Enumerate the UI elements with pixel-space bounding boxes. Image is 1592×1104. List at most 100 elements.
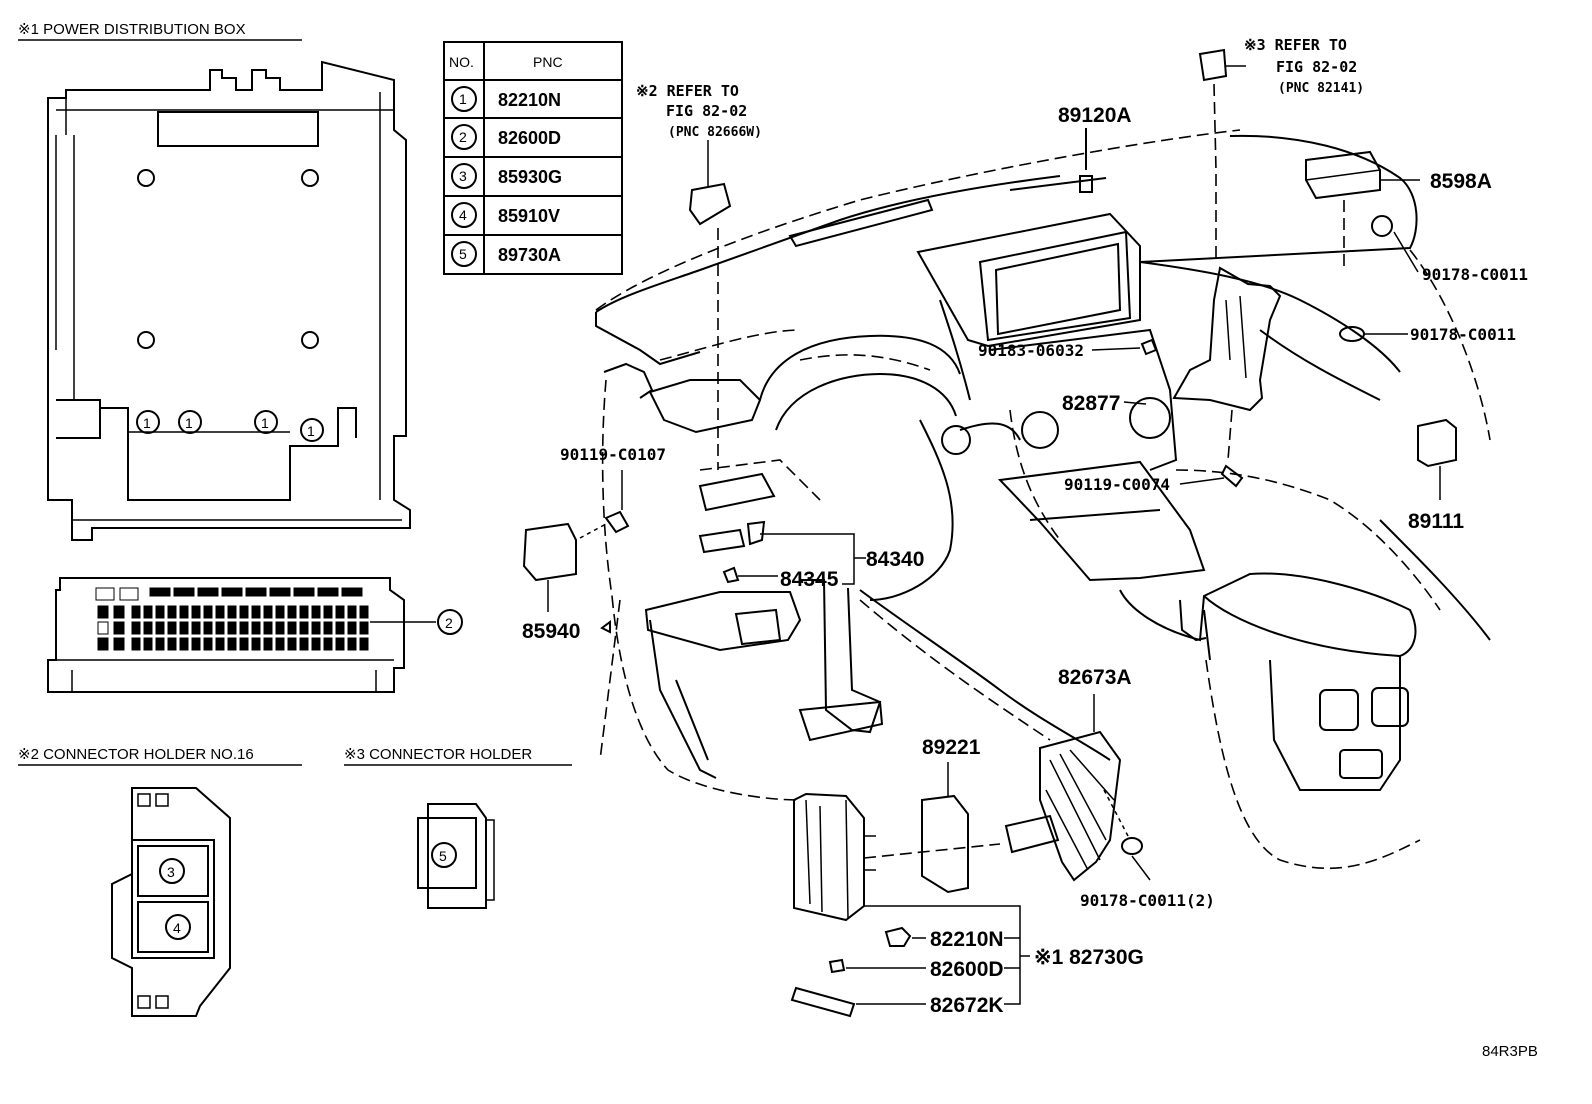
callout-3: 3	[167, 864, 175, 880]
table-header-pnc: PNC	[533, 54, 563, 70]
table-row-circle	[451, 124, 477, 150]
relay-slot	[251, 605, 261, 619]
relay-slot	[155, 621, 165, 635]
table-row-no: 2	[459, 129, 467, 145]
relay-slot	[179, 637, 189, 651]
table-header-no: NO.	[449, 54, 474, 70]
relay-slot	[203, 637, 213, 651]
table-row-pnc: 82210N	[498, 90, 561, 110]
relay-slot	[239, 605, 249, 619]
table-row-circle	[451, 202, 477, 228]
relay-slot	[335, 621, 345, 635]
relay-slot	[323, 621, 333, 635]
relay-slot	[269, 587, 291, 597]
relay-slot	[155, 605, 165, 619]
ref3-line2: FIG 82-02	[1276, 58, 1357, 76]
relay-slot	[263, 605, 273, 619]
table-row-no: 3	[459, 168, 467, 184]
relay-slot	[191, 637, 201, 651]
label-84340: 84340	[866, 548, 924, 571]
relay-slot	[97, 605, 109, 619]
table-row-circle	[451, 86, 477, 112]
label-82210N: 82210N	[930, 928, 1004, 951]
power-box-fuse-callouts: 1 1 1 1	[136, 410, 324, 442]
relay-slot	[263, 621, 273, 635]
relay-slot	[215, 637, 225, 651]
relay-slot	[227, 621, 237, 635]
relay-slot	[245, 587, 267, 597]
label-90178-c0011-b: 90178-C0011	[1410, 325, 1516, 344]
relay-slot	[191, 621, 201, 635]
relay-slot	[311, 621, 321, 635]
relay-slot	[299, 605, 309, 619]
relay-slot	[179, 605, 189, 619]
dashboard-drawing	[595, 129, 1491, 870]
relay-slot	[359, 621, 369, 635]
ref2-line2: FIG 82-02	[666, 102, 747, 120]
relay-slot	[275, 637, 285, 651]
label-90178-c0011-a: 90178-C0011	[1422, 265, 1528, 284]
relay-slot	[167, 637, 177, 651]
relay-slot	[239, 637, 249, 651]
ref2-line3: (PNC 82666W)	[668, 125, 762, 140]
relay-slot	[149, 587, 171, 597]
relay-slot	[323, 605, 333, 619]
callout-1a: 1	[143, 415, 151, 431]
holder16-heading: ※2 CONNECTOR HOLDER NO.16	[18, 746, 254, 763]
relay-slot	[97, 621, 109, 635]
table-row-no: 1	[459, 91, 467, 107]
label-85940: 85940	[522, 620, 580, 643]
relay-slot	[143, 637, 153, 651]
relay-slot	[335, 605, 345, 619]
figure-code: 84R3PB	[1482, 1043, 1538, 1060]
label-90183-06032: 90183-06032	[978, 341, 1084, 360]
part-number-labels: 89120A 8598A 90178-C0011 90178-C0011 901…	[522, 104, 1528, 1017]
relay-slot	[287, 605, 297, 619]
label-82877: 82877	[1062, 392, 1120, 415]
relay-slot	[335, 637, 345, 651]
relay-slot	[131, 637, 141, 651]
junction-block-group	[790, 599, 1151, 1018]
relay-slot	[203, 621, 213, 635]
part-symbols	[522, 48, 1457, 612]
table-row-circle	[451, 241, 477, 267]
relay-slot	[119, 587, 139, 601]
relay-slot	[251, 621, 261, 635]
connector-holder-drawing: 5	[417, 803, 495, 909]
relay-slot	[113, 637, 125, 651]
relay-slot	[97, 637, 109, 651]
relay-slot	[287, 637, 297, 651]
callout-4: 4	[173, 920, 181, 936]
label-90119-c0074: 90119-C0074	[1064, 475, 1170, 494]
callout-1b: 1	[185, 415, 193, 431]
label-82673A: 82673A	[1058, 666, 1132, 689]
refer-note-3: ※3 REFER TO FIG 82-02 (PNC 82141)	[1244, 36, 1364, 96]
power-box-side-view: 2	[47, 577, 463, 693]
table-row-pnc: 85930G	[498, 167, 562, 187]
relay-slot	[173, 587, 195, 597]
relay-slot	[275, 621, 285, 635]
relay-slot	[299, 621, 309, 635]
holder-heading: ※3 CONNECTOR HOLDER	[344, 746, 532, 763]
label-82672K: 82672K	[930, 994, 1004, 1017]
relay-slot	[287, 621, 297, 635]
relay-slot	[323, 637, 333, 651]
callout-5: 5	[439, 848, 447, 864]
relay-slot	[317, 587, 339, 597]
table-row-pnc: 89730A	[498, 245, 561, 265]
relay-slot	[227, 637, 237, 651]
relay-slot	[215, 605, 225, 619]
label-84345: 84345	[780, 568, 839, 591]
relay-slot	[263, 637, 273, 651]
relay-slot	[215, 621, 225, 635]
relay-slot	[203, 605, 213, 619]
connector-holder-16-drawing: 3 4	[111, 787, 231, 1017]
relay-slot	[251, 637, 261, 651]
table-row-no: 5	[459, 246, 467, 262]
relay-slot	[167, 605, 177, 619]
callout-1d: 1	[307, 423, 315, 439]
callout-2: 2	[445, 615, 453, 631]
